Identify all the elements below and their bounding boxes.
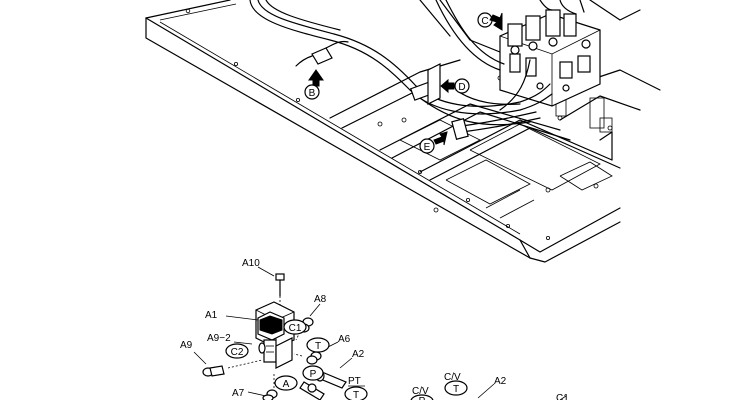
port-cv-t-bubble (444, 380, 468, 396)
port-c2-bubble (225, 343, 249, 359)
label-pt: PT (348, 376, 361, 387)
port-t: T (315, 341, 321, 352)
callout-b: B (304, 69, 324, 100)
port-a-bubble (274, 375, 298, 391)
callout-d-label: D (458, 82, 465, 93)
port-cv-p: P (419, 396, 426, 400)
port-labels: C1 C2 T A P T T P (225, 319, 468, 400)
callout-c: C (477, 12, 503, 31)
port-cv-t: T (453, 384, 459, 395)
label-a2-right: A2 (494, 376, 507, 387)
callout-b-label: B (309, 88, 316, 99)
label-a9-2: A9−2 (207, 333, 231, 344)
port-t-bubble (306, 337, 330, 353)
exploded-parts (193, 266, 567, 400)
label-a8: A8 (314, 294, 327, 305)
machine-frame (145, 0, 661, 263)
port-a: A (283, 379, 290, 390)
wiring-connector (295, 40, 349, 67)
label-a2-left: A2 (352, 349, 365, 360)
label-a9: A9 (180, 340, 193, 351)
callout-c-label: C (481, 16, 488, 27)
callout-d: D (440, 78, 470, 94)
port-cv-p-bubble (410, 394, 434, 400)
label-a7: A7 (232, 388, 245, 399)
port-p-bubble (302, 365, 324, 381)
port-p: P (310, 369, 317, 380)
label-cv-lower: C/V (412, 386, 429, 397)
label-a1: A1 (205, 310, 218, 321)
label-a10: A10 (242, 258, 260, 269)
callout-e: E (419, 131, 448, 154)
label-c1-right: C1 (556, 393, 569, 400)
port-c2: C2 (231, 347, 244, 358)
part-labels: A10 A8 A1 A9−2 A9 A6 A2 A7 A2 C1 C/V C/V… (180, 258, 569, 400)
label-cv-upper: C/V (444, 372, 461, 383)
port-pt-t: T (353, 390, 359, 400)
port-pt-t-bubble (344, 386, 368, 400)
hose-bundle (249, 0, 553, 140)
port-c1: C1 (289, 323, 302, 334)
control-valve-block (499, 0, 601, 107)
port-c1-bubble (283, 319, 307, 335)
callout-e-label: E (424, 142, 431, 153)
label-a6: A6 (338, 334, 351, 345)
